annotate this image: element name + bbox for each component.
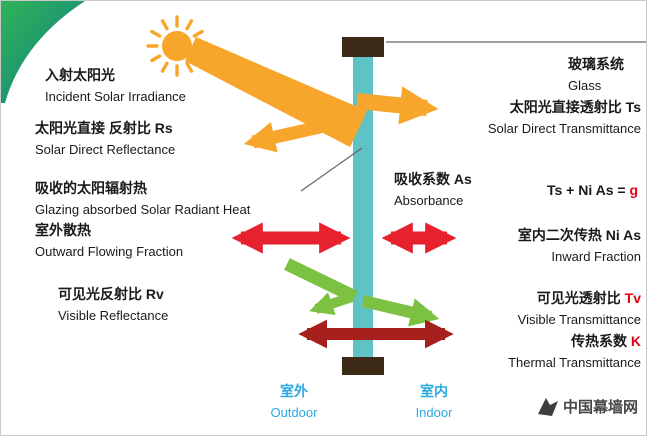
visible-incident-arrow bbox=[284, 258, 358, 303]
visible-reflectance-arrow bbox=[309, 292, 351, 316]
label-indoor: 室内 Indoor bbox=[398, 381, 470, 423]
label-absorbance-cn: 吸收系数 As bbox=[394, 171, 472, 187]
label-solar-reflectance-en: Solar Direct Reflectance bbox=[35, 142, 176, 157]
label-visible-transmittance-en: Visible Transmittance bbox=[517, 312, 641, 327]
glass-frame-bottom bbox=[342, 357, 384, 375]
label-thermal-transmittance: 传热系数 K Thermal Transmittance bbox=[508, 331, 641, 373]
glass-frame-top bbox=[342, 37, 384, 57]
label-outward-flow-cn: 室外散热 bbox=[35, 222, 91, 238]
solar-transmittance-arrow bbox=[356, 86, 439, 125]
label-visible-reflectance-cn: 可见光反射比 Rv bbox=[58, 286, 164, 302]
visible-transmittance-arrow bbox=[361, 295, 440, 327]
label-solar-transmittance-cn: 太阳光直接透射比 Ts bbox=[509, 99, 641, 115]
watermark-text: 中国幕墙网 bbox=[562, 398, 638, 416]
label-solar-reflectance-cn: 太阳光直接 反射比 Rs bbox=[35, 120, 173, 136]
label-absorbed-heat: 吸收的太阳辐射热 Glazing absorbed Solar Radiant … bbox=[35, 178, 250, 220]
label-incident: 入射太阳光 Incident Solar Irradiance bbox=[45, 65, 186, 107]
label-outward-flow-en: Outward Flowing Fraction bbox=[35, 244, 184, 259]
label-solar-reflectance: 太阳光直接 反射比 Rs Solar Direct Reflectance bbox=[35, 118, 175, 160]
label-indoor-en: Indoor bbox=[415, 405, 453, 420]
formula-prefix: Ts + Ni As = bbox=[546, 182, 630, 198]
label-indoor-cn: 室内 bbox=[420, 383, 448, 399]
label-visible-transmittance-cn: 可见光透射比 bbox=[536, 290, 625, 306]
label-outward-flow: 室外散热 Outward Flowing Fraction bbox=[35, 220, 183, 262]
watermark: 中国幕墙网 bbox=[537, 395, 638, 417]
watermark-logo-icon bbox=[537, 398, 558, 416]
visible-transmittance-symbol: Tv bbox=[624, 290, 641, 306]
label-inward-fraction: 室内二次传热 Ni As Inward Fraction bbox=[518, 225, 641, 267]
g-value-formula: Ts + Ni As = g bbox=[547, 182, 638, 198]
label-thermal-transmittance-cn: 传热系数 bbox=[570, 333, 631, 349]
solar-reflectance-arrow bbox=[243, 113, 353, 153]
label-absorbed-heat-cn: 吸收的太阳辐射热 bbox=[35, 180, 147, 196]
label-absorbed-heat-en: Glazing absorbed Solar Radiant Heat bbox=[35, 202, 251, 217]
thermal-transmittance-symbol: K bbox=[630, 333, 641, 349]
incident-solar-arrow bbox=[185, 37, 367, 147]
label-incident-cn: 入射太阳光 bbox=[45, 67, 115, 83]
corner-swoosh-decoration bbox=[1, 1, 85, 103]
label-glass-cn: 玻璃系统 bbox=[568, 56, 624, 72]
label-outdoor-en: Outdoor bbox=[270, 405, 318, 420]
label-absorbance: 吸收系数 As Absorbance bbox=[394, 169, 472, 211]
label-glass-en: Glass bbox=[568, 78, 602, 93]
label-outdoor-cn: 室外 bbox=[280, 383, 308, 399]
label-incident-en: Incident Solar Irradiance bbox=[45, 89, 186, 104]
label-visible-reflectance: 可见光反射比 Rv Visible Reflectance bbox=[58, 284, 168, 326]
label-inward-fraction-cn: 室内二次传热 Ni As bbox=[517, 227, 641, 243]
label-outdoor: 室外 Outdoor bbox=[258, 381, 330, 423]
label-visible-transmittance: 可见光透射比 Tv Visible Transmittance bbox=[518, 288, 641, 330]
formula-g-symbol: g bbox=[629, 182, 638, 198]
label-solar-transmittance: 太阳光直接透射比 Ts Solar Direct Transmittance bbox=[488, 97, 641, 139]
label-visible-reflectance-en: Visible Reflectance bbox=[58, 308, 169, 323]
label-glass: 玻璃系统 Glass bbox=[568, 54, 624, 96]
label-thermal-transmittance-en: Thermal Transmittance bbox=[508, 355, 641, 370]
absorbed-heat-pointer-line bbox=[300, 147, 363, 192]
label-absorbance-en: Absorbance bbox=[394, 193, 464, 208]
label-inward-fraction-en: Inward Fraction bbox=[551, 249, 641, 264]
label-solar-transmittance-en: Solar Direct Transmittance bbox=[487, 121, 641, 136]
